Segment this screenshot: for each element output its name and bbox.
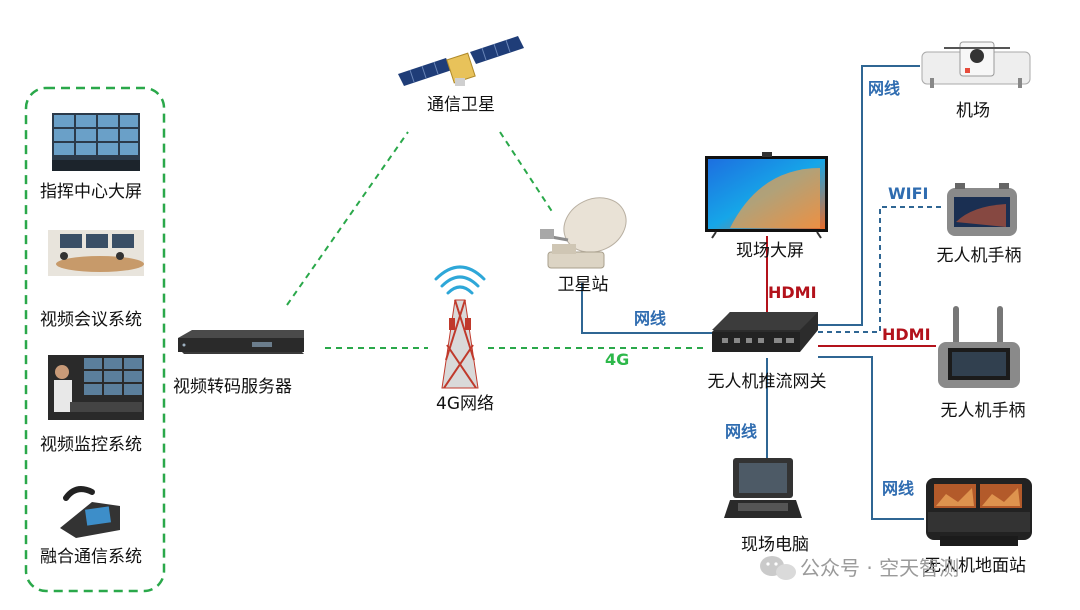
hdmi-cables bbox=[766, 236, 936, 347]
rugged-laptop-icon bbox=[724, 458, 802, 518]
drone-dock-icon bbox=[921, 41, 1031, 88]
satellite-icon bbox=[398, 36, 524, 86]
satellite-label: 通信卫星 bbox=[427, 95, 495, 115]
drone-controller-label-1: 无人机手柄 bbox=[936, 246, 1022, 266]
ground-satellite-station-label: 卫星站 bbox=[557, 275, 609, 295]
cellular-4g-label: 4G bbox=[605, 350, 630, 369]
hdmi-controller-label: HDMI bbox=[882, 325, 931, 344]
transcoder-server-label: 视频转码服务器 bbox=[173, 377, 292, 397]
ground-station-cable-label: 网线 bbox=[882, 479, 915, 498]
network-cables bbox=[581, 65, 924, 520]
client-systems-panel bbox=[24, 86, 166, 593]
dock-cable-label: 网线 bbox=[868, 79, 901, 98]
remote-controller-antenna-icon bbox=[938, 306, 1020, 388]
video-monitoring-system-label: 视频监控系统 bbox=[40, 435, 142, 455]
satellite-cable-label: 网线 bbox=[634, 309, 667, 328]
drone-controller-label-2: 无人机手柄 bbox=[940, 401, 1026, 421]
remote-controller-icon bbox=[947, 183, 1017, 236]
drone-dock-label: 机场 bbox=[956, 101, 990, 121]
command-center-screen-label: 指挥中心大屏 bbox=[40, 182, 142, 202]
satellite-dish-icon bbox=[540, 197, 627, 269]
conference-room-icon bbox=[48, 230, 144, 276]
pc-cable-label: 网线 bbox=[725, 422, 758, 441]
ground-station-case-icon bbox=[926, 478, 1032, 546]
gateway-device-icon bbox=[712, 312, 818, 352]
gateway-label: 无人机推流网关 bbox=[707, 372, 827, 392]
cell-tower-icon bbox=[434, 265, 486, 389]
wifi-label: WIFI bbox=[888, 184, 929, 203]
tv-screen-icon bbox=[705, 152, 828, 239]
monitoring-room-icon bbox=[48, 355, 144, 420]
video-conference-system-label: 视频会议系统 bbox=[40, 310, 142, 330]
site-pc-label: 现场电脑 bbox=[741, 535, 809, 555]
ground-station-label: 无人机地面站 bbox=[924, 556, 1026, 576]
transcoder-server-icon bbox=[178, 330, 304, 354]
hdmi-screen-label: HDMI bbox=[768, 283, 817, 302]
desk-phone-icon bbox=[60, 486, 120, 538]
wifi-link bbox=[818, 206, 944, 333]
wireless-links bbox=[286, 131, 708, 349]
converged-communication-system-label: 融合通信系统 bbox=[40, 547, 142, 567]
cell-network-label: 4G网络 bbox=[436, 394, 494, 414]
site-screen-label: 现场大屏 bbox=[736, 241, 804, 261]
video-wall-icon bbox=[52, 113, 140, 171]
watermark-text: 公众号 · 空天智测 bbox=[800, 556, 960, 580]
wechat-icon bbox=[760, 556, 796, 580]
